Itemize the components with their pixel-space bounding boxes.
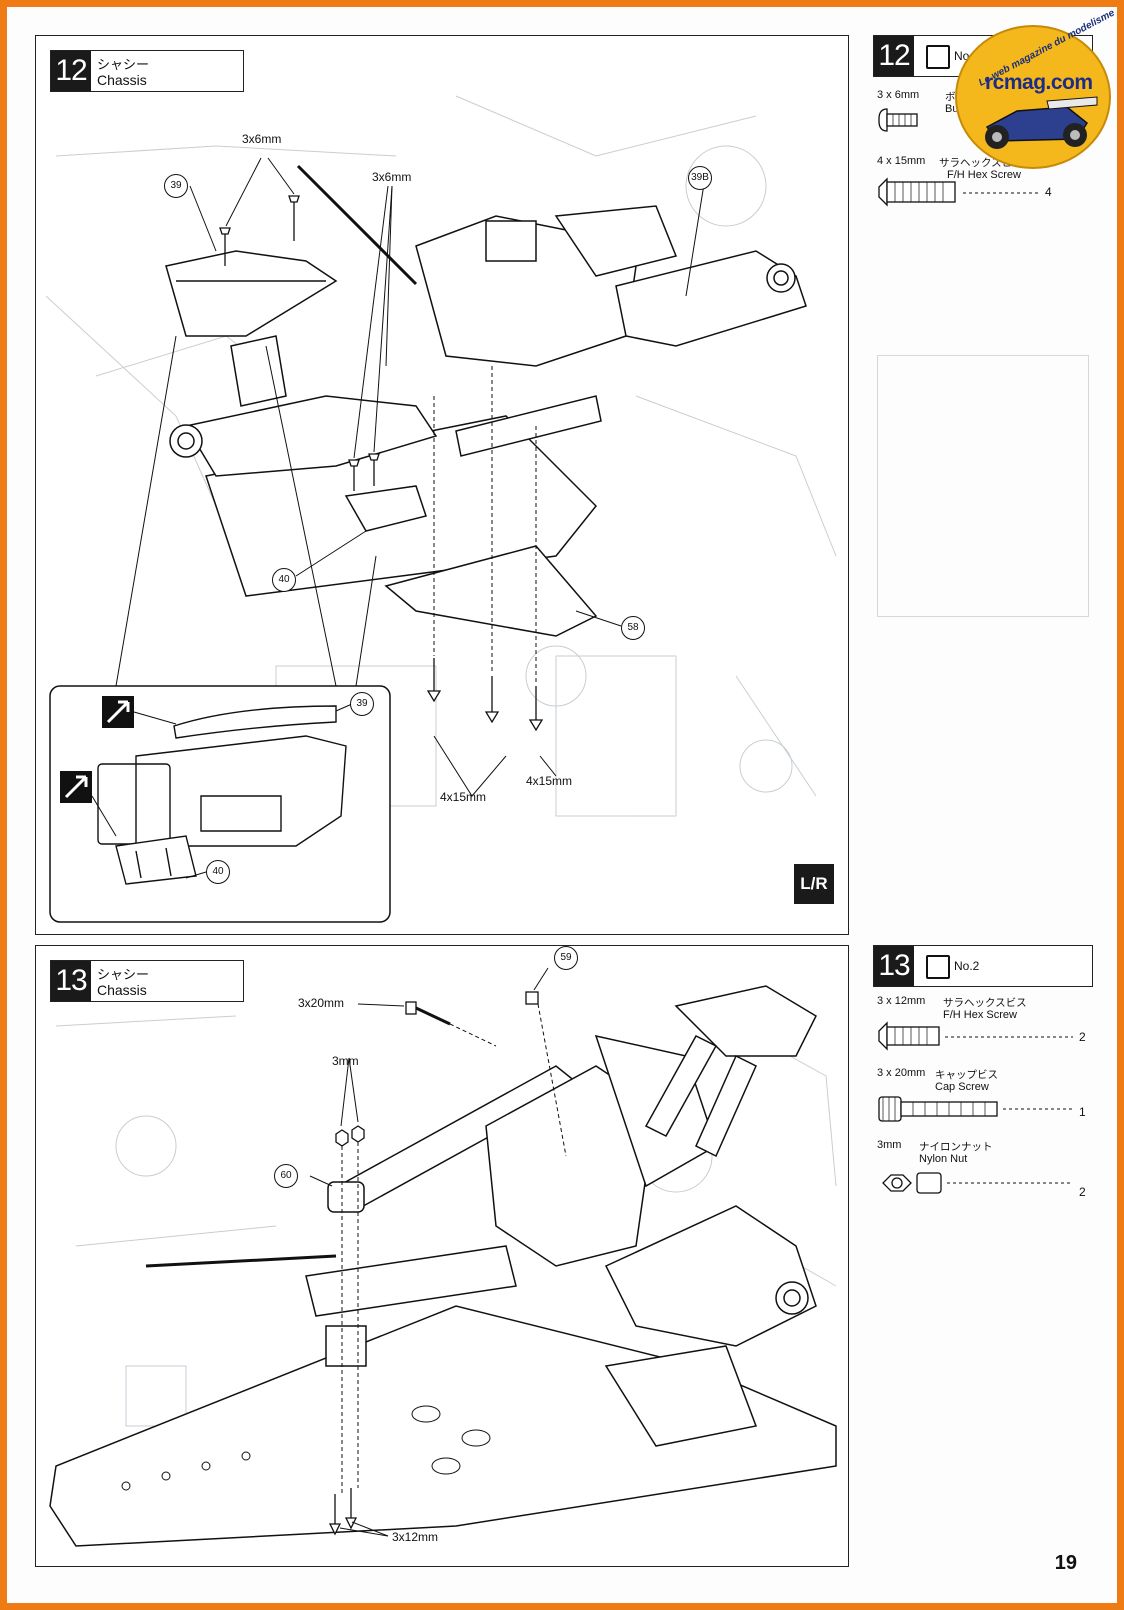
step12-label-3x6-left: 3x6mm [242,132,282,146]
parts13-item1-qty: 2 [1079,1030,1086,1044]
step12-header: 12 シャシー Chassis [50,50,244,92]
bleed-through-area [877,355,1089,617]
parts13-item2-en: Cap Screw [935,1081,989,1093]
parts13-item1-en: F/H Hex Screw [943,1009,1017,1021]
bag-icon [926,45,950,69]
step13-header: 13 シャシー Chassis [50,960,244,1002]
step12-title-en: Chassis [97,72,147,88]
parts13-item3-jp: ナイロンナット [919,1141,993,1153]
logo-name: rcmag.com [985,71,1093,94]
parts12-number: 12 [874,36,914,76]
parts12-item2-size: 4 x 15mm [877,155,926,167]
parts13-item2-size: 3 x 20mm [877,1067,926,1079]
step13-label-3x20: 3x20mm [298,996,345,1010]
step13-panel: 13 シャシー Chassis 3x20mm 3mm 3x12mm 59 60 [35,945,849,1567]
parts12-screw-drawings [878,108,1041,207]
step13-label-3x12: 3x12mm [392,1530,439,1544]
step13-title-jp: シャシー [97,968,150,983]
step12-label-3x6-right: 3x6mm [372,170,412,184]
step12-title-jp: シャシー [97,58,150,73]
callout-39: 39 [164,174,188,198]
callout-60: 60 [274,1164,298,1188]
step12-panel: 12 シャシー Chassis 3x6mm 3x6mm 4x15mm 4x15m… [35,35,849,935]
callout-40: 40 [272,568,296,592]
lr-badge: L/R [794,864,834,904]
step12-number: 12 [51,51,91,91]
step13-illustration [49,967,837,1547]
parts13-bag: No.2 [954,959,980,973]
parts13-number: 13 [874,946,914,986]
step13-label-3mm: 3mm [332,1054,359,1068]
rcmag-logo: Le web magazine du modelisme rcmag.com [955,8,1117,169]
car-icon [985,96,1098,149]
parts12-item1-size: 3 x 6mm [877,89,920,101]
step13-title-en: Chassis [97,982,147,998]
callout-40-detail: 40 [206,860,230,884]
step12-label-4x15-left: 4x15mm [440,790,487,804]
parts13-item3-size: 3mm [877,1139,902,1151]
parts13-header: 13 No.2 [873,945,1093,987]
parts12-item2-en: F/H Hex Screw [947,169,1021,181]
step12-illustration [45,95,837,923]
parts12-item2-qty: 4 [1045,185,1052,199]
parts13-hardware-drawings [878,1021,1073,1194]
parts13-item2-qty: 1 [1079,1105,1086,1119]
parts12-list: 3 x 6mm ボタン Butto 4 x 15mm サラヘックスビス F/H … [873,75,1091,655]
step13-number: 13 [51,961,91,1001]
parts13-item2-jp: キャップビス [935,1069,998,1081]
callout-39-detail: 39 [350,692,374,716]
callout-39b: 39B [688,166,712,190]
parts13-item1-jp: サラヘックスビス [943,997,1027,1009]
parts13-item1-size: 3 x 12mm [877,995,926,1007]
bag-icon [926,955,950,979]
parts13-item3-en: Nylon Nut [919,1153,968,1165]
callout-58: 58 [621,616,645,640]
page-number: 19 [1054,1552,1077,1574]
step12-label-4x15-right: 4x15mm [526,774,573,788]
parts13-item3-qty: 2 [1079,1185,1086,1199]
callout-59: 59 [554,946,578,970]
parts13-list: 3 x 12mm サラヘックスビス F/H Hex Screw 2 3 x 20… [873,985,1091,1225]
